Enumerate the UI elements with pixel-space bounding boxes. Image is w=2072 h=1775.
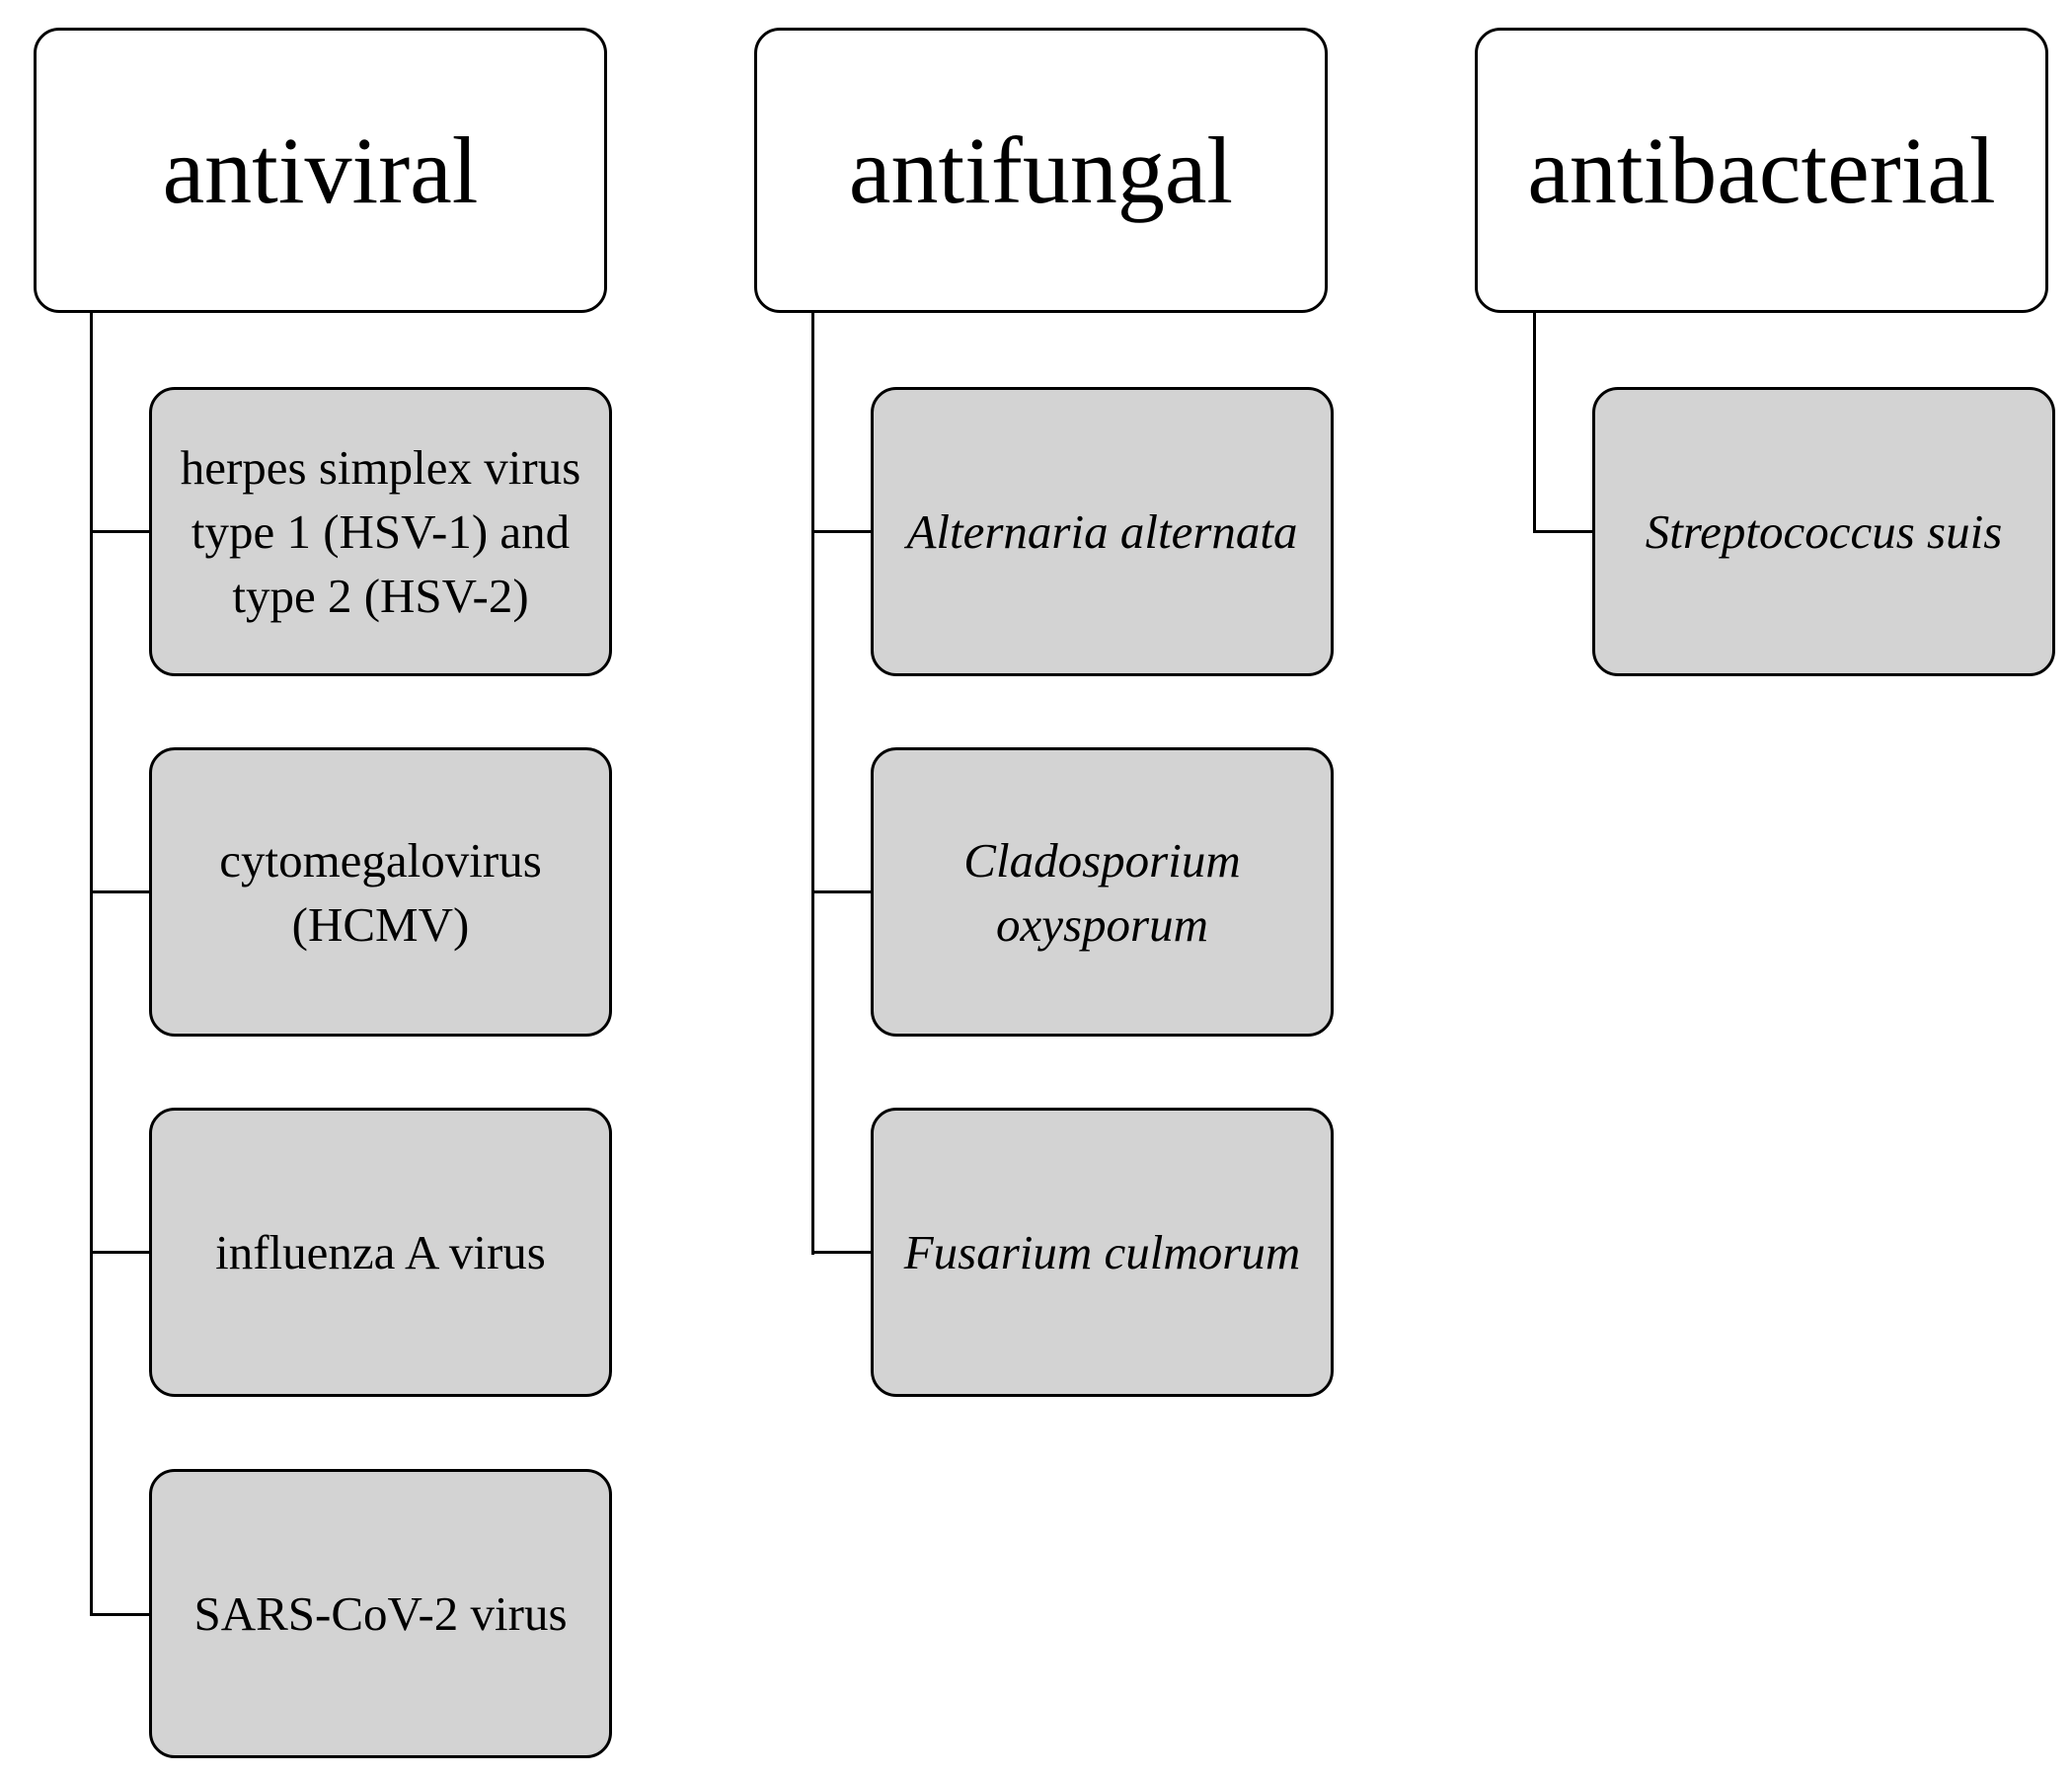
connector-branch <box>811 890 871 893</box>
item-alternaria: Alternaria alternata <box>871 387 1334 676</box>
connector-branch <box>1533 530 1592 533</box>
item-hcmv: cytomegalovirus (HCMV) <box>149 747 612 1037</box>
category-title: antifungal <box>848 116 1234 223</box>
connector-branch <box>811 530 871 533</box>
category-title: antiviral <box>162 116 479 223</box>
item-cladosporium: Cladosporium oxysporum <box>871 747 1334 1037</box>
item-label: Streptococcus suis <box>1645 504 2003 559</box>
connector-branch <box>90 1251 149 1254</box>
item-hsv: herpes simplex virus type 1 (HSV-1) and … <box>149 387 612 676</box>
connector-branch <box>811 1251 871 1254</box>
item-label: Alternaria alternata <box>906 504 1298 559</box>
item-label: SARS-CoV-2 virus <box>193 1586 568 1641</box>
item-label: cytomegalovirus (HCMV) <box>219 832 542 952</box>
connector-trunk <box>811 313 814 1255</box>
item-label: herpes simplex virus type 1 (HSV-1) and … <box>180 440 581 623</box>
category-title: antibacterial <box>1527 116 1996 223</box>
category-header-antibacterial: antibacterial <box>1475 28 2048 313</box>
item-sars-cov-2: SARS-CoV-2 virus <box>149 1469 612 1758</box>
item-fusarium: Fusarium culmorum <box>871 1108 1334 1397</box>
connector-branch <box>90 1613 149 1616</box>
category-header-antifungal: antifungal <box>754 28 1328 313</box>
item-label: Fusarium culmorum <box>903 1225 1301 1279</box>
connector-trunk <box>90 313 93 1616</box>
connector-branch <box>90 890 149 893</box>
item-label: influenza A virus <box>215 1225 546 1279</box>
connector-trunk <box>1533 313 1536 533</box>
item-influenza-a: influenza A virus <box>149 1108 612 1397</box>
connector-branch <box>90 530 149 533</box>
item-label: Cladosporium oxysporum <box>963 832 1241 952</box>
item-streptococcus: Streptococcus suis <box>1592 387 2055 676</box>
category-header-antiviral: antiviral <box>34 28 607 313</box>
